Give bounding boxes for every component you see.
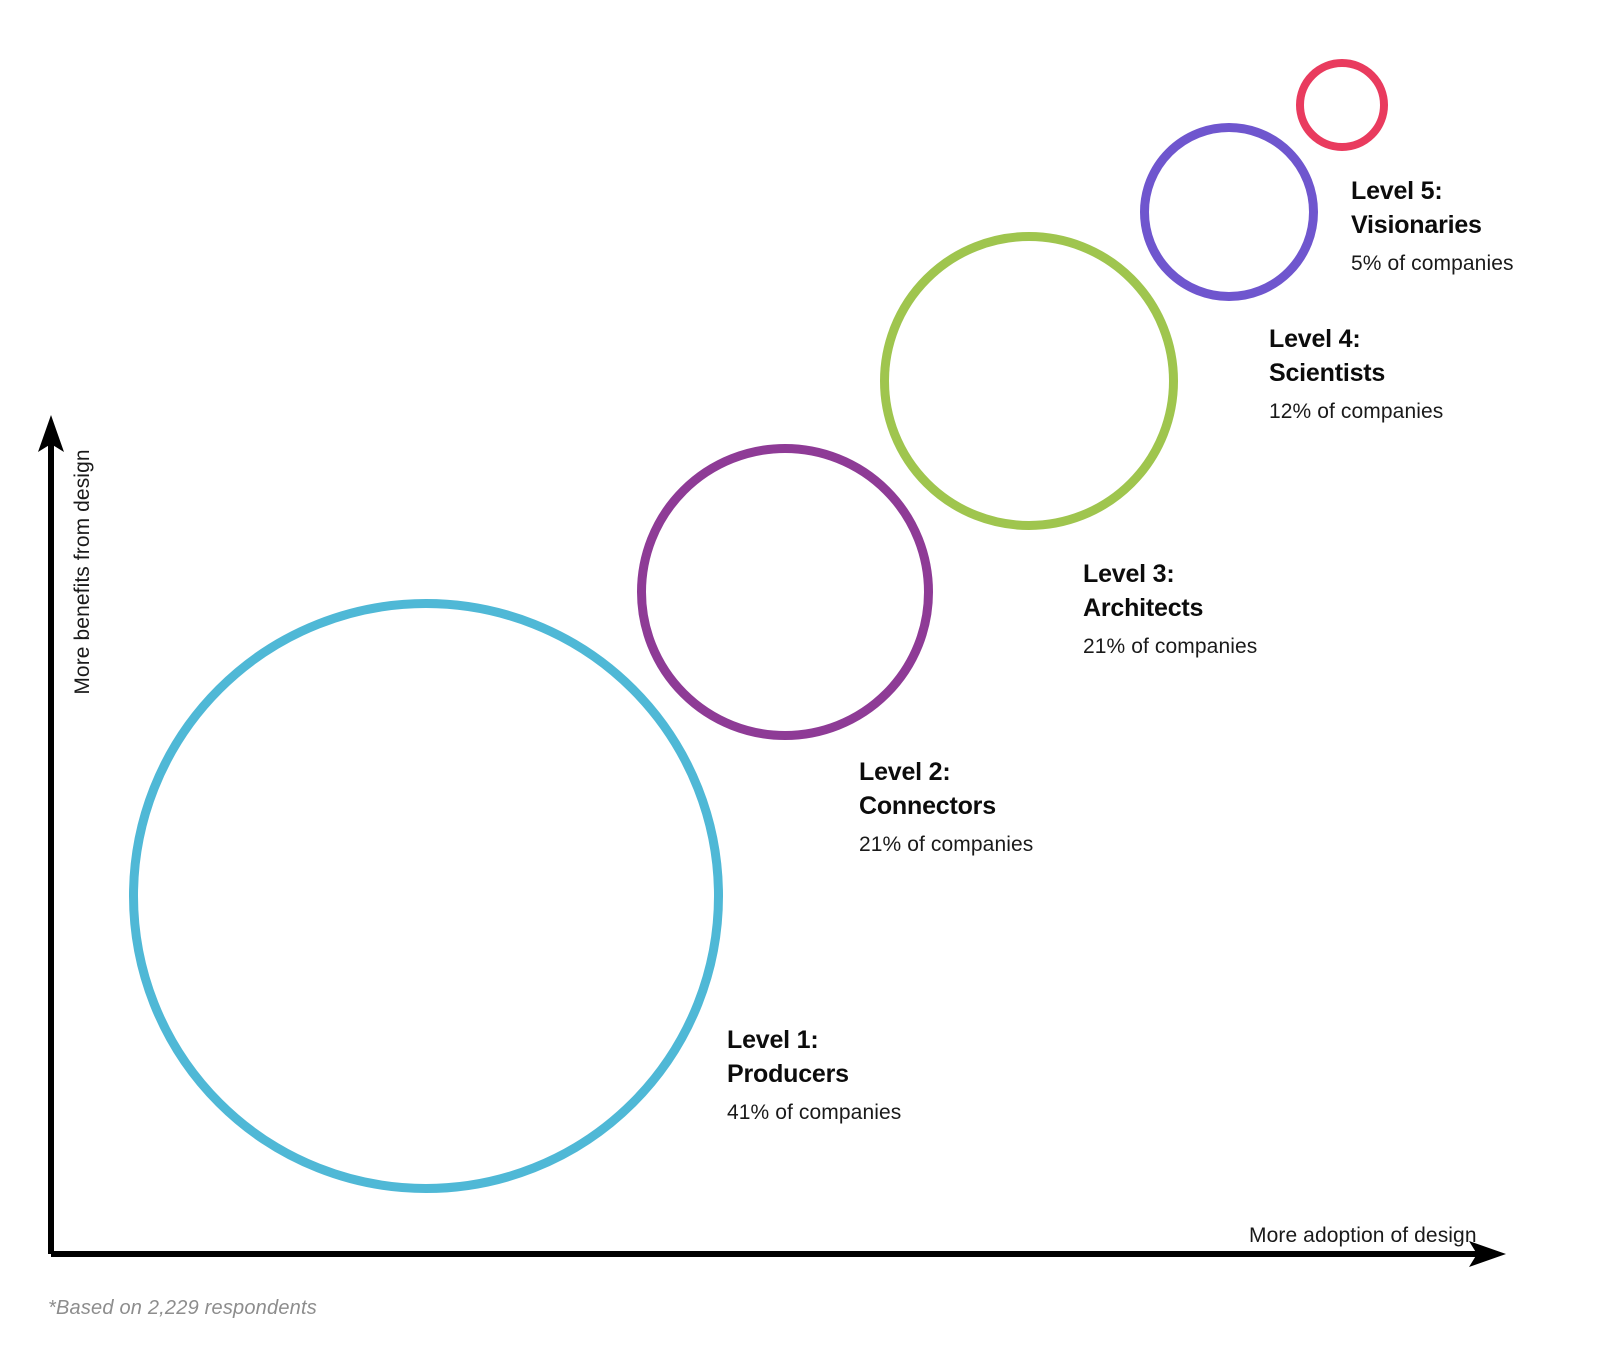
label-level-4-name: Scientists [1269,358,1386,387]
label-level-5-level: Level 5: [1351,177,1443,205]
label-level-1-share: 41% of companies [727,1100,902,1124]
label-level-2-name: Connectors [859,791,996,820]
label-level-1-level: Level 1: [727,1026,819,1054]
bubble-level-3[interactable] [880,232,1178,530]
label-level-2-share: 21% of companies [859,832,1034,856]
footnote: *Based on 2,229 respondents [48,1297,317,1319]
label-level-1-name: Producers [727,1059,849,1088]
label-level-5: Level 5: Visionaries 5% of companies [1351,175,1514,278]
label-level-5-share: 5% of companies [1351,251,1514,275]
y-axis-label: More benefits from design [71,449,94,695]
bubble-level-2[interactable] [637,444,933,740]
bubble-level-1[interactable] [129,599,723,1193]
label-level-3-name: Architects [1083,593,1204,622]
label-level-2-level: Level 2: [859,758,951,786]
bubble-level-5[interactable] [1296,59,1388,151]
label-level-5-name: Visionaries [1351,210,1482,239]
label-level-4-level: Level 4: [1269,325,1361,353]
label-level-2: Level 2: Connectors 21% of companies [859,756,1033,859]
label-level-3-share: 21% of companies [1083,634,1258,658]
label-level-3-level: Level 3: [1083,560,1175,588]
label-level-4: Level 4: Scientists 12% of companies [1269,323,1443,426]
x-axis-label: More adoption of design [1249,1224,1477,1247]
label-level-3: Level 3: Architects 21% of companies [1083,558,1257,661]
label-level-1: Level 1: Producers 41% of companies [727,1024,901,1127]
bubble-level-4[interactable] [1140,123,1318,301]
label-level-4-share: 12% of companies [1269,399,1444,423]
